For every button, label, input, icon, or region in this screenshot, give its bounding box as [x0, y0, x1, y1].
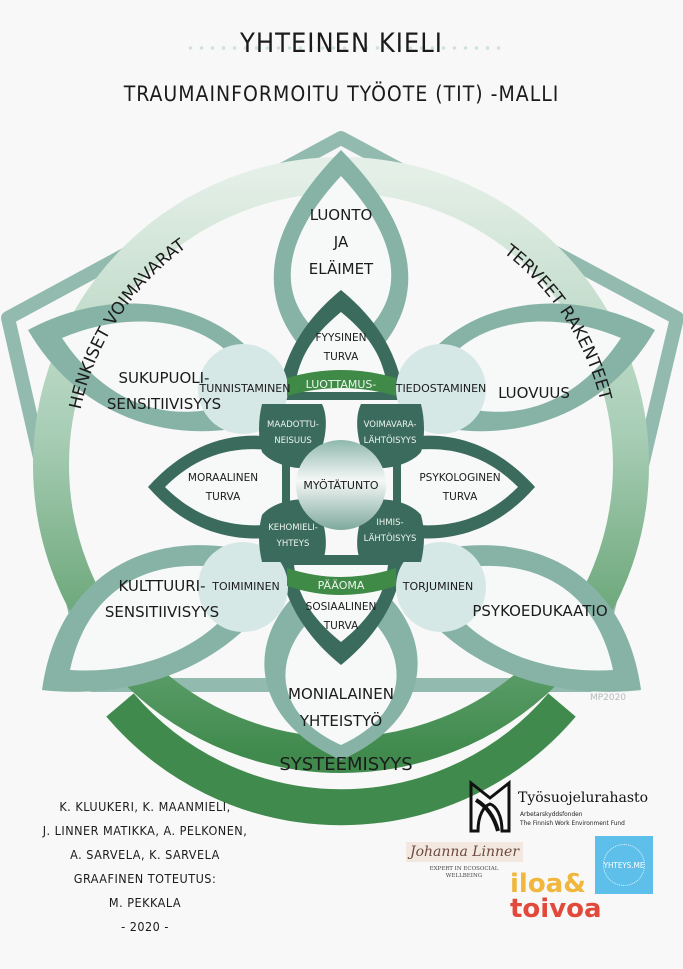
inner-petal-label-bottom-1: SOSIAALINEN [306, 601, 377, 613]
petal-label-top-1: LUONTO [310, 206, 373, 224]
inner-petal-label-left-1: MORAALINEN [188, 472, 258, 484]
leaf-upper-left [259, 404, 326, 469]
center-circle [296, 440, 386, 530]
inner-petal-label-right-2: TURVA [442, 491, 478, 503]
leaf-label-lower-left-1: KEHOMIELI- [268, 523, 318, 533]
petal-label-upper-left-1: SUKUPUOLI- [119, 369, 210, 387]
petal-label-top-3: ELÄIMET [309, 259, 374, 278]
center-label-myotatunto: MYÖTÄTUNTO [303, 479, 379, 492]
artist-signature: MP2020 [590, 693, 626, 703]
circle-label-torjuminen: TORJUMINEN [402, 580, 473, 593]
tsr-logo: Työsuojelurahasto Arbetarskyddsfonden Th… [468, 779, 668, 840]
inner-petal-label-left-2: TURVA [205, 491, 241, 503]
credits-line: M. PEKKALA [108, 895, 182, 910]
petal-label-top-2: JA [333, 233, 349, 251]
tsr-emblem-icon [469, 779, 511, 833]
petal-label-lower-left-1: KULTTUURI- [119, 577, 206, 595]
inner-leaves [259, 404, 424, 562]
iloa-toivoa-logo: iloa& toivoa [510, 869, 602, 924]
johanna-linner-tagline: EXPERT IN ECOSOCIAL WELLBEING [429, 866, 499, 879]
leaf-upper-right [357, 404, 424, 469]
toivoa-text: toivoa [510, 894, 602, 924]
yhteys-ring-decoration [603, 844, 645, 886]
inner-petal-label-top-2: TURVA [323, 351, 359, 363]
ring-bottom-band [106, 693, 576, 826]
yhteys-me-logo: YHTEYS.ME [595, 836, 653, 894]
petal-label-upper-left-2: SENSITIIVISYYS [107, 395, 221, 413]
inner-petal-label-bottom-2: TURVA [323, 620, 359, 632]
yhteys-text: YHTEYS.ME [603, 860, 645, 870]
band-label-paaoma: PÄÄOMA [318, 579, 365, 592]
petal-bottom [285, 620, 397, 745]
band-label-luottamus: LUOTTAMUS- [306, 378, 377, 391]
credits-line: K. KLUUKERI, K. MAANMIELI, [59, 799, 231, 814]
petal-label-lower-left-2: SENSITIIVISYYS [105, 603, 219, 621]
tsr-sub-sv: Arbetarskyddsfonden [520, 810, 583, 818]
credits-line: A. SARVELA, K. SARVELA [70, 847, 220, 862]
leaf-label-upper-left-2: NEISUUS [274, 436, 311, 446]
tsr-name: Työsuojelurahasto [518, 790, 649, 806]
johanna-linner-logo: Johanna Linner EXPERT IN ECOSOCIAL WELLB… [402, 840, 524, 885]
petal-label-upper-right: LUOVUUS [498, 384, 570, 402]
credits-line: - 2020 - [121, 919, 169, 934]
leaf-label-lower-left-2: YHTEYS [276, 539, 310, 549]
leaf-label-upper-left-1: MAADOTTU- [267, 420, 319, 430]
johanna-linner-signature: Johanna Linner [406, 842, 524, 862]
leaf-label-upper-right-1: VOIMAVARA- [364, 420, 417, 430]
credits-block: K. KLUUKERI, K. MAANMIELI, J. LINNER MAT… [30, 795, 260, 939]
circle-lower-right [396, 542, 486, 632]
credits-line: J. LINNER MATIKKA, A. PELKONEN, [42, 823, 248, 838]
iloa-text: iloa& [510, 869, 586, 899]
credits-line: GRAAFINEN TOTEUTUS: [73, 871, 217, 886]
leaf-label-lower-right-1: IHMIS- [376, 518, 403, 528]
inner-petal-label-top-1: FYYSINEN [316, 332, 367, 344]
page-subtitle: TRAUMAINFORMOITU TYÖOTE (TIT) -MALLI [123, 82, 560, 106]
inner-petal-left [165, 449, 282, 526]
petal-top [290, 176, 392, 350]
inner-petal-label-right-1: PSYKOLOGINEN [419, 472, 500, 484]
leaf-label-lower-right-2: LÄHTÖISYYS [364, 533, 417, 544]
tsr-sub-en: The Finnish Work Environment Fund [520, 819, 625, 827]
circle-lower-left [198, 542, 288, 632]
circle-label-tunnistaminen: TUNNISTAMINEN [199, 382, 291, 395]
title-dots-decoration [185, 46, 505, 50]
leaf-label-upper-right-2: LÄHTÖISYYS [364, 435, 417, 446]
petal-label-bottom-1: MONIALAINEN [288, 685, 394, 703]
petal-label-lower-right: PSYKOEDUKAATIO [472, 602, 607, 620]
page-title: YHTEINEN KIELI [240, 28, 443, 59]
circle-label-tiedostaminen: TIEDOSTAMINEN [395, 382, 487, 395]
band-bottom [287, 568, 396, 595]
petal-label-bottom-2: YHTEISTYÖ [299, 711, 382, 730]
inner-petal-right [401, 449, 518, 526]
circle-label-toimiminen: TOIMIMINEN [211, 580, 280, 593]
ring-label-systeemisyys: SYSTEEMISYYS [279, 754, 412, 775]
band-top [287, 370, 396, 396]
